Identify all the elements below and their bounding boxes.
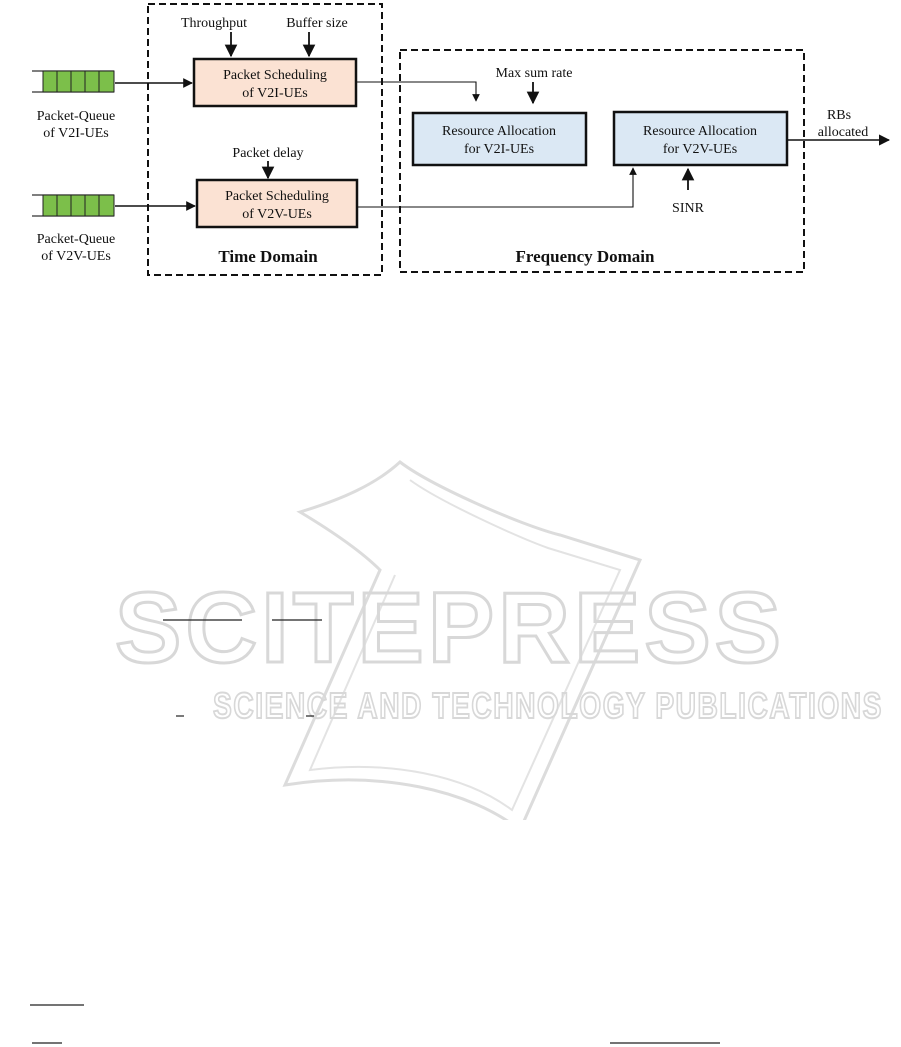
queue-v2i-label-line1: Packet-Queue <box>37 109 116 124</box>
packet-delay-label: Packet delay <box>232 146 303 161</box>
page-rule-fragments <box>30 619 720 1044</box>
packet-scheduling-v2v-line1: Packet Scheduling <box>225 189 329 204</box>
frequency-domain-frame <box>399 49 805 273</box>
watermark-publisher-name: SCITEPRESS <box>115 572 785 684</box>
queue-v2v-label-line1: Packet-Queue <box>37 232 116 247</box>
packet-scheduling-v2i-block <box>192 57 358 108</box>
buffer-size-label: Buffer size <box>286 16 348 31</box>
resource-allocation-v2v-block <box>612 110 789 167</box>
resource-allocation-v2i-line1: Resource Allocation <box>442 124 556 139</box>
time-domain-frame <box>147 3 383 276</box>
queue-v2v-label-line2: of V2V-UEs <box>41 249 111 264</box>
throughput-label: Throughput <box>181 16 247 31</box>
packet-scheduling-diagram: Packet-Queue of V2I-UEs Packet-Queue of … <box>32 3 891 276</box>
resource-allocation-v2i-line2: for V2I-UEs <box>464 142 534 157</box>
packet-scheduling-v2v-line2: of V2V-UEs <box>242 207 312 222</box>
packet-queue-v2i <box>32 70 115 93</box>
resource-allocation-v2v-line2: for V2V-UEs <box>663 142 737 157</box>
publisher-watermark: SCITEPRESS SCIENCE AND TECHNOLOGY PUBLIC… <box>114 460 883 820</box>
arrow-scheduling-v2i-to-allocation <box>357 81 480 102</box>
resource-allocation-v2i-block <box>411 111 588 167</box>
packet-scheduling-v2v-block <box>195 178 359 229</box>
packet-scheduling-v2i-line1: Packet Scheduling <box>223 68 327 83</box>
book-outline-icon <box>282 460 643 820</box>
resource-allocation-v2v-line1: Resource Allocation <box>643 124 757 139</box>
output-label-line2: allocated <box>818 125 869 140</box>
frequency-domain-title: Frequency Domain <box>516 247 656 266</box>
sinr-label: SINR <box>672 201 705 216</box>
output-label-line1: RBs <box>827 108 851 123</box>
watermark-publisher-tagline: SCIENCE AND TECHNOLOGY PUBLICATIONS <box>213 685 883 726</box>
packet-queue-v2v <box>32 194 115 217</box>
arrow-scheduling-v2v-to-allocation <box>357 167 637 208</box>
packet-scheduling-v2i-line2: of V2I-UEs <box>242 86 307 101</box>
max-sum-rate-label: Max sum rate <box>496 66 573 81</box>
time-domain-title: Time Domain <box>218 247 318 266</box>
queue-v2i-label-line2: of V2I-UEs <box>43 126 108 141</box>
